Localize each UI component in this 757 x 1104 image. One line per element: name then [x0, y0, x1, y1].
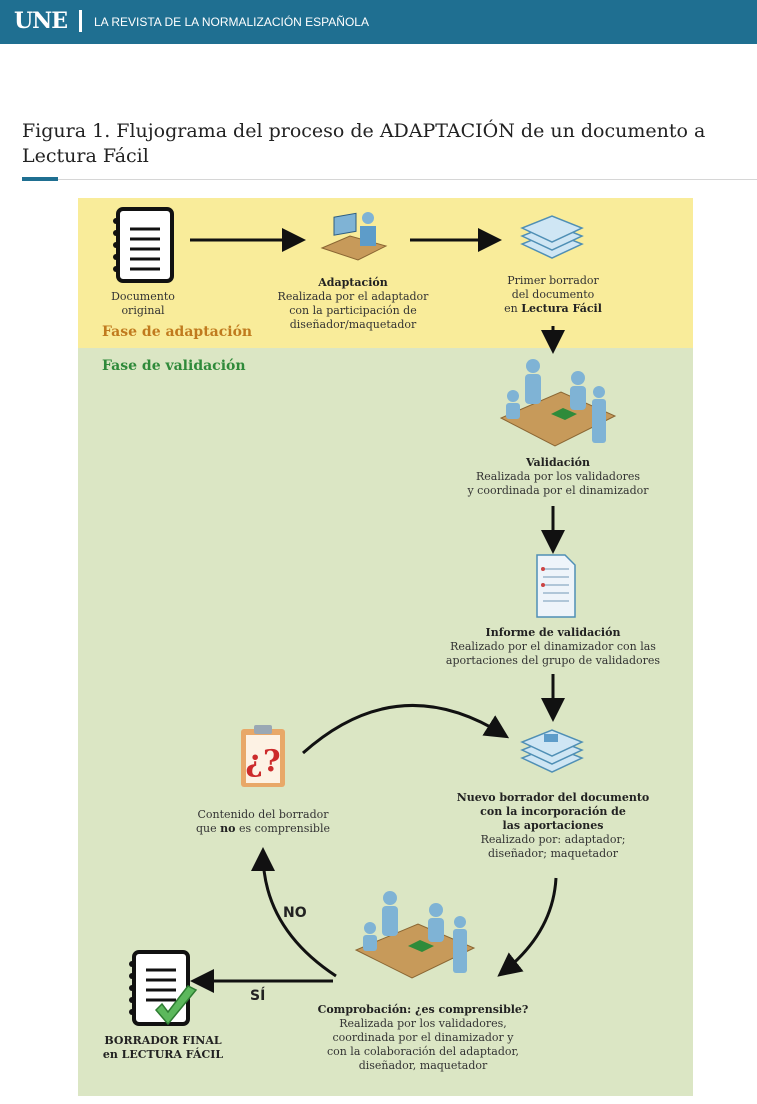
report-text: Informe de validación Realizado por el d… — [445, 626, 661, 667]
report-document-icon — [536, 554, 576, 618]
figure-title: Figura 1. Flujograma del proceso de ADAP… — [22, 120, 706, 167]
notebook-icon — [113, 207, 174, 283]
logo-separator — [79, 10, 82, 32]
arrow-check-to-unclear-no — [251, 847, 337, 978]
validation-text: Validación Realizada por los validadores… — [467, 456, 649, 497]
question-clipboard-icon: ¿? — [241, 725, 285, 787]
une-logo[interactable]: UNE — [14, 8, 68, 34]
check-meeting-icon — [354, 891, 476, 979]
title-divider — [22, 179, 757, 180]
check-text: Comprobación: ¿es comprensible? Realizad… — [317, 1003, 529, 1072]
document-stack-icon — [520, 215, 584, 259]
arrow-new-draft-to-check — [497, 877, 558, 977]
site-tagline: LA REVISTA DE LA NORMALIZACIÓN ESPAÑOLA — [94, 15, 369, 29]
adaptation-phase-area — [78, 198, 693, 348]
title-accent-bar — [22, 177, 58, 181]
notebook-check-icon — [129, 950, 198, 1026]
arrow-unclear-to-new-draft — [302, 703, 510, 755]
validation-meeting-icon — [499, 359, 617, 447]
edge-label-yes: SÍ — [250, 988, 266, 1004]
validation-phase-label: Fase de validación — [102, 358, 246, 374]
site-header: UNE LA REVISTA DE LA NORMALIZACIÓN ESPAÑ… — [0, 0, 757, 44]
document-stack-icon — [520, 729, 584, 773]
flow-arrows — [190, 228, 565, 993]
svg-text:¿?: ¿? — [245, 744, 280, 779]
flowchart: Fase de adaptación Fase de validación Do… — [78, 198, 693, 1096]
adapter-at-computer-icon — [320, 212, 388, 261]
adaptation-phase-label: Fase de adaptación — [102, 324, 253, 340]
edge-label-no: NO — [283, 905, 307, 921]
